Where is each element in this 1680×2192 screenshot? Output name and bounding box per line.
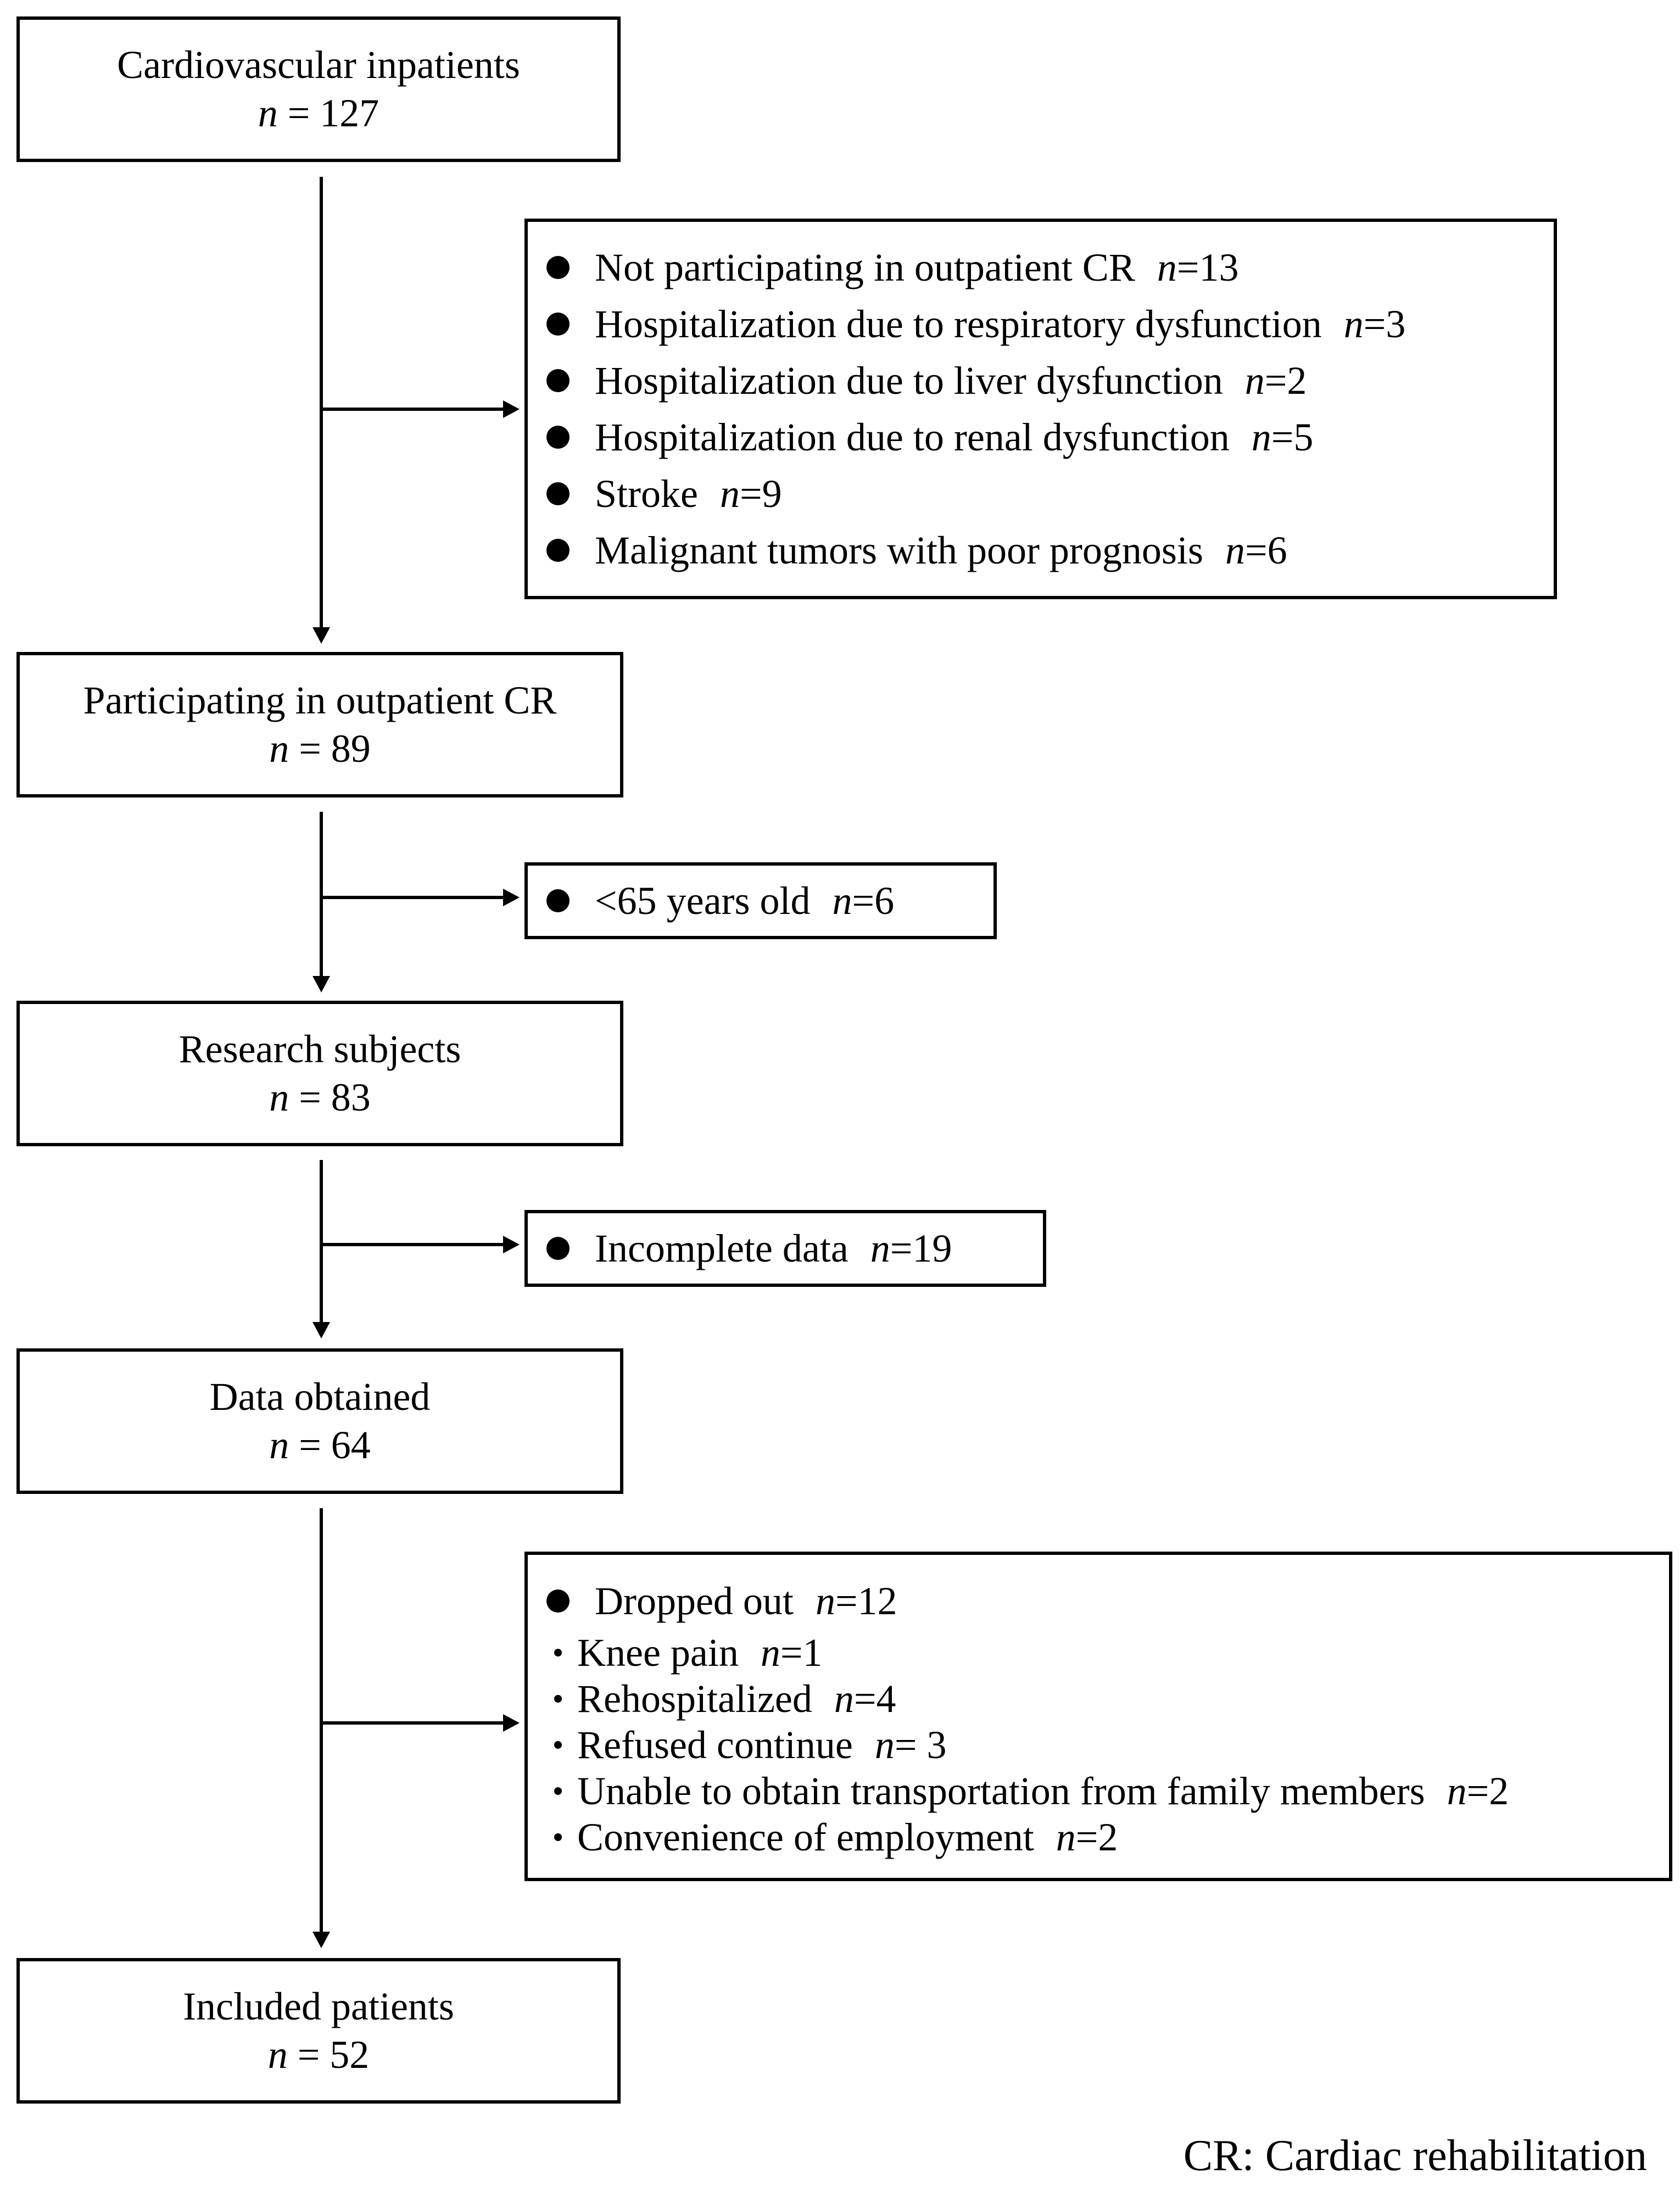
step-box-included-patients: Included patients n = 52 [16,1958,621,2104]
arrowhead-right-1 [503,400,520,418]
dot-icon [554,1741,562,1749]
bullet-icon [546,369,570,392]
exclusion-item: Hospitalization due to respiratory dysfu… [546,296,1554,353]
bullet-icon [546,482,570,505]
step-box-research-subjects: Research subjects n = 83 [16,1001,623,1146]
arrowhead-right-3 [503,1236,520,1253]
bullet-icon [546,539,570,562]
n-symbol: n [258,91,278,135]
bullet-icon [546,1589,570,1613]
step-box-cardiovascular-inpatients: Cardiovascular inpatients n = 127 [16,16,621,162]
step-count: 83 [331,1075,371,1119]
arrowhead-right-2 [503,889,520,906]
dot-icon [554,1648,562,1656]
step-box-data-obtained: Data obtained n = 64 [16,1348,623,1494]
step-label: Cardiovascular inpatients [117,42,520,87]
step-count: 52 [330,2032,370,2077]
dot-icon [554,1694,562,1703]
arrowhead-down-1 [312,627,330,644]
bullet-icon [546,889,570,912]
bullet-icon [546,256,570,279]
n-symbol: n [269,726,289,771]
bullet-icon [546,426,570,449]
step-count: 64 [331,1423,371,1467]
dropout-reason: Unable to obtain transportation from fam… [546,1768,1669,1814]
exclusion-item: Hospitalization due to liver dysfunction… [546,353,1554,409]
arrowhead-down-2 [312,976,330,992]
arrowhead-down-4 [312,1932,330,1948]
dot-icon [554,1833,562,1841]
step-count: 89 [331,726,371,771]
step-label: Participating in outpatient CR [83,678,557,722]
n-symbol: n [267,2032,288,2077]
n-symbol: n [269,1075,289,1119]
exclusion-item: Hospitalization due to renal dysfunction… [546,409,1554,466]
step-count: 127 [320,91,379,135]
arrowhead-down-3 [312,1322,330,1338]
step-label: Included patients [183,1984,454,2028]
step-label: Data obtained [209,1374,431,1419]
bullet-icon [546,1237,570,1260]
arrowhead-right-4 [503,1714,520,1732]
step-label: Research subjects [178,1027,461,1071]
dot-icon [554,1787,562,1795]
bullet-icon [546,313,570,336]
footnote: CR: Cardiac rehabilitation [1183,2132,1647,2180]
step-box-participating-outpatient-cr: Participating in outpatient CR n = 89 [16,652,623,797]
n-symbol: n [269,1423,289,1467]
